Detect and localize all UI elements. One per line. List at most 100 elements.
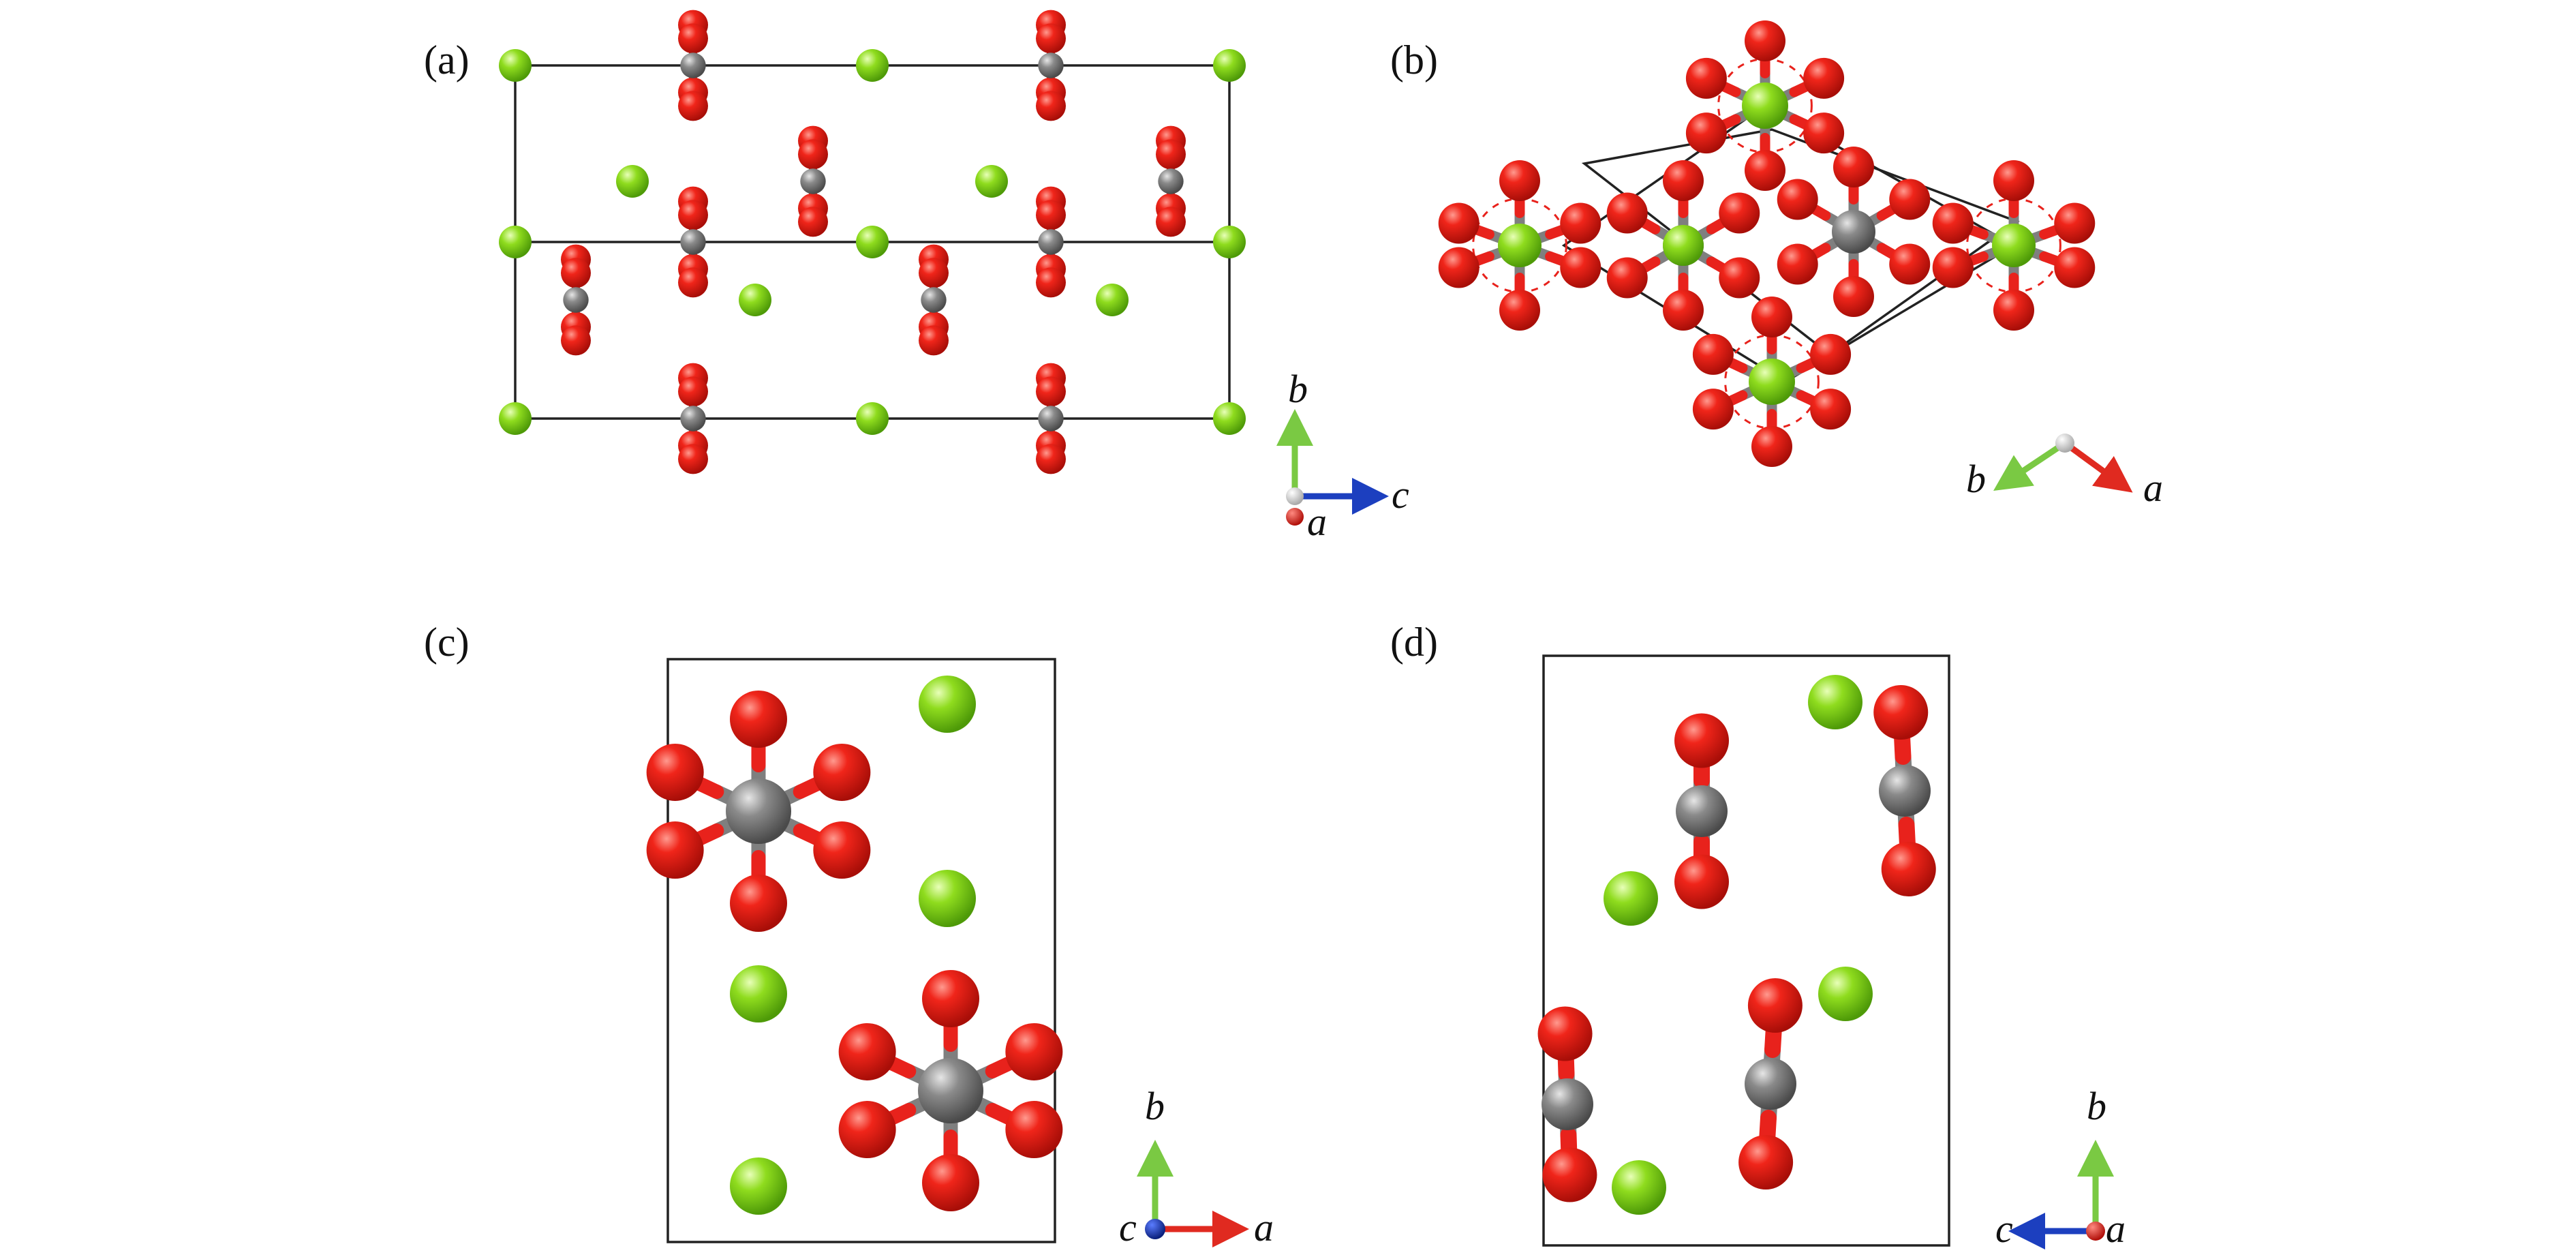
oxygen-atom xyxy=(1606,192,1648,234)
oxygen-atom xyxy=(922,1154,979,1211)
oxygen-atom xyxy=(1810,389,1852,430)
cation-atom xyxy=(1992,224,2036,267)
oxygen-atom xyxy=(1738,1135,1794,1190)
oxygen-atom xyxy=(1685,112,1727,154)
carbon-atom xyxy=(1038,406,1064,431)
oxygen-atom xyxy=(1036,376,1066,407)
oxygen-atom xyxy=(1881,842,1936,896)
origin-axis-a-dot xyxy=(2086,1222,2105,1241)
oxygen-atom xyxy=(1156,139,1186,170)
oxygen-atom xyxy=(1499,290,1540,331)
oxygen-atom xyxy=(730,691,787,748)
panel-label-c: (c) xyxy=(424,620,470,665)
cation-atom xyxy=(1749,359,1795,405)
oxygen-atom xyxy=(1005,1101,1063,1159)
oxygen-atom xyxy=(678,376,708,407)
axis-a-arrow xyxy=(2063,440,2133,493)
carbon-atom xyxy=(1879,765,1931,817)
oxygen-atom xyxy=(561,325,591,356)
oxygen-atom xyxy=(1685,57,1727,99)
atoms-c xyxy=(646,676,1063,1215)
panel-label-b: (b) xyxy=(1390,37,1438,82)
oxygen-atom xyxy=(561,258,591,288)
carbon-atom xyxy=(921,287,947,313)
cation-atom xyxy=(1742,82,1788,129)
cation-atom xyxy=(975,165,1008,198)
oxygen-atom xyxy=(1674,713,1729,768)
oxygen-atom xyxy=(1438,247,1479,288)
origin-sphere xyxy=(1286,487,1304,505)
oxygen-atom xyxy=(678,23,708,54)
axis-triad-a: b c a xyxy=(1276,367,1409,544)
oxygen-atom xyxy=(1692,389,1734,430)
oxygen-atom xyxy=(1560,247,1601,288)
carbon-atom xyxy=(680,229,706,255)
cation-atom xyxy=(1663,225,1704,266)
cation-atom xyxy=(1604,871,1658,926)
oxygen-atom xyxy=(1036,23,1066,54)
oxygen-atom xyxy=(1663,160,1704,201)
carbon-atom xyxy=(726,778,791,844)
oxygen-atom xyxy=(1932,202,1974,244)
oxygen-atom xyxy=(678,91,708,121)
atoms-d xyxy=(1537,675,1936,1215)
cation-atom xyxy=(1612,1160,1666,1215)
oxygen-atom xyxy=(1833,276,1874,317)
oxygen-atom xyxy=(1674,854,1729,909)
oxygen-atom xyxy=(922,970,979,1027)
oxygen-atom xyxy=(678,444,708,474)
oxygen-atom xyxy=(1719,257,1760,299)
oxygen-atom xyxy=(1777,179,1818,220)
oxygen-atom xyxy=(1036,91,1066,121)
origin-axis-c-dot xyxy=(1145,1219,1165,1239)
unit-cell-b xyxy=(1561,104,2020,384)
oxygen-atom xyxy=(1499,160,1540,201)
carbon-atom xyxy=(800,168,826,194)
cation-atom xyxy=(856,402,889,435)
oxygen-atom xyxy=(1036,444,1066,474)
atoms-b xyxy=(1438,20,2096,467)
axis-label-b: b xyxy=(1966,457,1986,501)
oxygen-atom xyxy=(1745,150,1785,191)
axis-a-dot xyxy=(1286,508,1304,526)
carbon-atom xyxy=(918,1058,983,1123)
cation-atom xyxy=(1096,284,1129,316)
oxygen-atom xyxy=(1803,112,1845,154)
oxygen-atom xyxy=(1606,257,1648,299)
axis-label-b: b xyxy=(2087,1084,2106,1128)
oxygen-atom xyxy=(919,325,949,356)
axis-label-c: c xyxy=(1995,1207,2013,1251)
oxygen-atom xyxy=(1438,202,1479,244)
axis-label-c: c xyxy=(1119,1205,1137,1250)
oxygen-atom xyxy=(1751,426,1792,467)
oxygen-atom xyxy=(1663,290,1704,331)
oxygen-atom xyxy=(646,743,704,801)
oxygen-atom xyxy=(1993,290,2034,331)
cation-atom xyxy=(919,870,976,927)
cation-atom xyxy=(1498,224,1542,267)
panel-a: (a) b c a xyxy=(424,10,1409,544)
axis-label-a: a xyxy=(2143,466,2163,510)
cation-atom xyxy=(919,676,976,733)
cation-atom xyxy=(1808,675,1862,729)
panel-d: (d) b c a xyxy=(1390,620,2126,1251)
oxygen-atom xyxy=(1560,202,1601,244)
carbon-atom xyxy=(1745,1058,1796,1110)
axis-label-c: c xyxy=(1392,472,1409,517)
oxygen-atom xyxy=(1005,1023,1063,1080)
cation-atom xyxy=(616,165,649,198)
cation-atom xyxy=(856,49,889,82)
oxygen-atom xyxy=(1156,207,1186,237)
oxygen-atom xyxy=(730,875,787,932)
oxygen-atom xyxy=(1777,243,1818,285)
origin-sphere xyxy=(2055,434,2074,453)
oxygen-atom xyxy=(646,821,704,879)
carbon-atom xyxy=(680,52,706,78)
oxygen-atom xyxy=(1932,247,1974,288)
cation-atom xyxy=(1213,226,1246,258)
axis-label-a: a xyxy=(1254,1205,1274,1250)
oxygen-atom xyxy=(2054,247,2096,288)
axis-triad-c: b a c xyxy=(1119,1084,1274,1250)
cation-atom xyxy=(499,226,532,258)
